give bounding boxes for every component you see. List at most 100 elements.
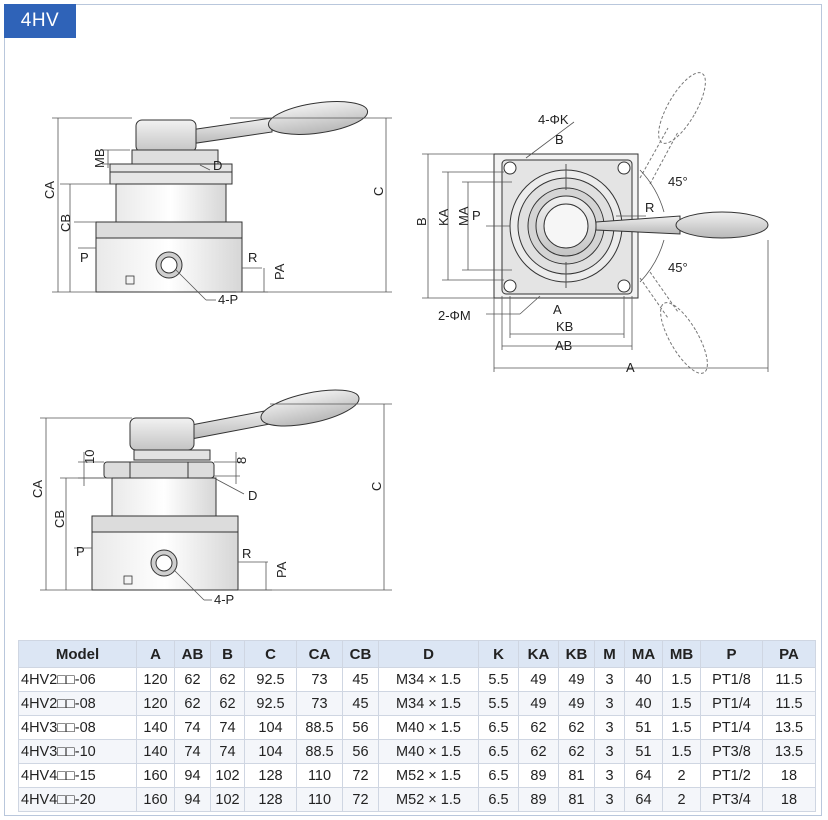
side-view-bottom [40, 389, 392, 601]
table-cell: 62 [210, 667, 245, 692]
table-cell: 45 [342, 667, 379, 692]
table-cell: 64 [624, 787, 663, 812]
label-a-arrow: A [553, 302, 562, 317]
table-cell: 140 [136, 739, 175, 764]
table-cell: 102 [210, 787, 245, 812]
label-angle-upper: 45° [668, 174, 688, 189]
table-cell: 73 [296, 667, 343, 692]
table-cell: 56 [342, 739, 379, 764]
table-cell: 88.5 [296, 715, 343, 740]
table-cell: 94 [174, 763, 211, 788]
label-dim-10: 10 [82, 450, 97, 464]
table-cell: 3 [594, 763, 625, 788]
table-cell: 62 [174, 691, 211, 716]
table-cell: 1.5 [662, 739, 701, 764]
table-cell: 6.5 [478, 763, 519, 788]
table-cell: 160 [136, 763, 175, 788]
table-cell: PT1/8 [700, 667, 763, 692]
table-cell: 81 [558, 763, 595, 788]
table-cell: 89 [518, 763, 559, 788]
label-cb: CB [58, 214, 73, 232]
label-bolt: 2-ΦM [438, 308, 471, 323]
table-cell: 56 [342, 715, 379, 740]
table-cell: 13.5 [762, 739, 816, 764]
label-b-arrow: B [555, 132, 564, 147]
header-cell: M [594, 640, 625, 668]
header-cell: CA [296, 640, 343, 668]
table-cell: M52 × 1.5 [378, 763, 479, 788]
header-cell: K [478, 640, 519, 668]
table-cell: 120 [136, 691, 175, 716]
label-plan-r: R [645, 200, 654, 215]
table-cell: PT3/4 [700, 787, 763, 812]
header-cell: KA [518, 640, 559, 668]
header-cell: P [700, 640, 763, 668]
table-cell: 49 [558, 667, 595, 692]
model-cell: 4HV3□□-08 [18, 715, 137, 740]
label-a: A [626, 360, 635, 375]
table-cell: 6.5 [478, 739, 519, 764]
table-cell: 6.5 [478, 715, 519, 740]
table-cell: 3 [594, 715, 625, 740]
table-cell: 94 [174, 787, 211, 812]
label-ka: KA [436, 208, 451, 226]
table-cell: 72 [342, 763, 379, 788]
table-cell: 2 [662, 787, 701, 812]
label-dim-8: 8 [234, 457, 249, 464]
table-cell: 74 [210, 739, 245, 764]
table-cell: 2 [662, 763, 701, 788]
table-cell: PT3/8 [700, 739, 763, 764]
table-cell: 72 [342, 787, 379, 812]
table-cell: 74 [174, 739, 211, 764]
table-cell: 88.5 [296, 739, 343, 764]
label-cb-bottom: CB [52, 510, 67, 528]
label-ca-bottom: CA [30, 480, 45, 498]
table-cell: 120 [136, 667, 175, 692]
header-cell: Model [18, 640, 137, 668]
table-cell: 3 [594, 787, 625, 812]
label-ca: CA [42, 181, 57, 199]
header-cell: D [378, 640, 479, 668]
side-view-top [52, 101, 392, 301]
label-r: R [248, 250, 257, 265]
header-cell: B [210, 640, 245, 668]
label-b: B [414, 217, 429, 226]
table-cell: M34 × 1.5 [378, 691, 479, 716]
table-cell: M40 × 1.5 [378, 739, 479, 764]
table-cell: 49 [518, 691, 559, 716]
table-cell: M34 × 1.5 [378, 667, 479, 692]
table-cell: 5.5 [478, 667, 519, 692]
table-cell: 140 [136, 715, 175, 740]
table-cell: 104 [244, 739, 297, 764]
dimension-table: Model A AB B C CA CB D K KA KB M MA MB P… [18, 640, 816, 812]
table-cell: 160 [136, 787, 175, 812]
table-cell: 62 [558, 715, 595, 740]
table-cell: 3 [594, 691, 625, 716]
plan-view-labels: 4-ΦK B P R A B KA MA 45° 45° 2-ΦM KB AB … [414, 112, 688, 375]
dimension-drawing: MB D CA CB P R PA C 4-P [30, 72, 769, 607]
table-cell: 1.5 [662, 715, 701, 740]
table-cell: 62 [518, 715, 559, 740]
table-cell: 62 [558, 739, 595, 764]
table-cell: 3 [594, 739, 625, 764]
table-cell: 92.5 [244, 667, 297, 692]
table-cell: 11.5 [762, 667, 816, 692]
table-cell: 40 [624, 667, 663, 692]
label-mb: MB [92, 149, 107, 169]
table-cell: 64 [624, 763, 663, 788]
table-cell: 74 [174, 715, 211, 740]
table-cell: 45 [342, 691, 379, 716]
side-view-bottom-labels: 10 8 D CA CB P R PA C 4-P [30, 450, 384, 607]
label-r-bottom: R [242, 546, 251, 561]
header-cell: MA [624, 640, 663, 668]
table-cell: 6.5 [478, 787, 519, 812]
table-cell: 51 [624, 739, 663, 764]
table-cell: 1.5 [662, 667, 701, 692]
label-port-bottom: 4-P [214, 592, 234, 607]
table-cell: 13.5 [762, 715, 816, 740]
